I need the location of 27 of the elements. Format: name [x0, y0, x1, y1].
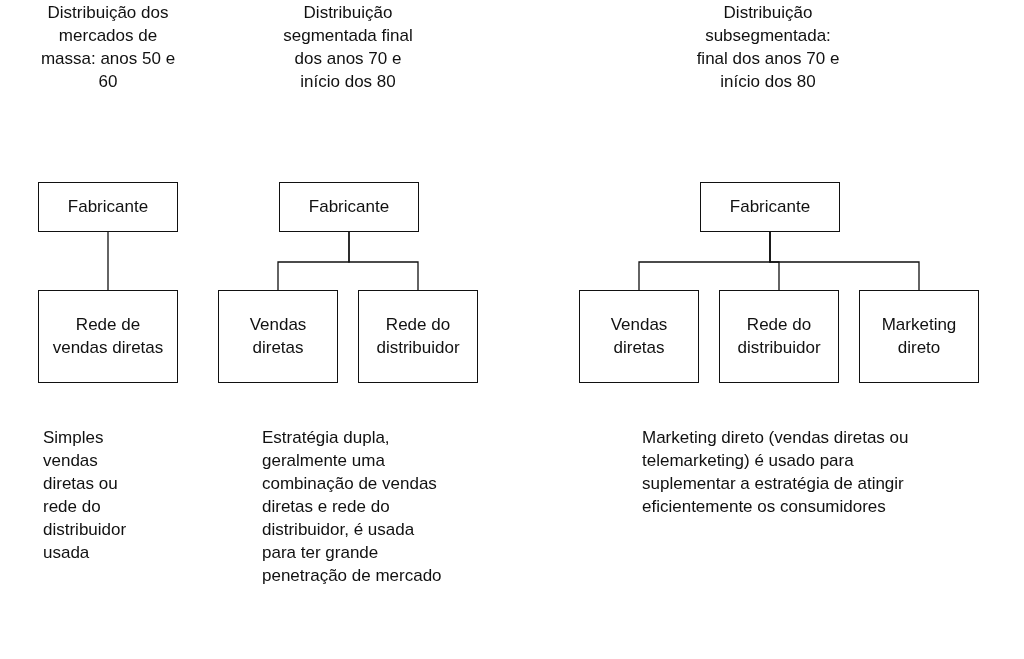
box-label: Rede de vendas diretas	[51, 313, 165, 359]
column-heading: Distribuição segmentada final dos anos 70 e início dos 80	[282, 2, 414, 93]
box-label: Vendas diretas	[609, 313, 669, 359]
box-label: Rede do distribuidor	[736, 313, 822, 359]
connector-line	[348, 231, 419, 291]
column-heading: Distribuição dos mercados de massa: anos 50 e 60	[39, 2, 177, 93]
connector-line	[769, 231, 920, 291]
process-box	[859, 290, 979, 383]
note-text: Estratégia dupla, geralmente uma combinação de vendas diretas e rede do distribuidor, é usada para ter grande penetração de mercado	[262, 427, 443, 587]
column-heading: Distribuição subsegmentada: final dos anos 70 e início dos 80	[695, 2, 841, 93]
process-box	[279, 182, 419, 232]
process-box	[38, 182, 178, 232]
note-text: Marketing direto (vendas diretas ou telemarketing) é usado para suplementar a estratégia de atingir eficientemente os consumidores	[642, 427, 910, 518]
process-box	[358, 290, 478, 383]
box-label: Marketing direto	[880, 313, 958, 359]
process-box	[579, 290, 699, 383]
box-label: Fabricante	[729, 195, 811, 218]
process-box	[719, 290, 839, 383]
box-label: Fabricante	[67, 195, 149, 218]
box-label: Rede do distribuidor	[375, 313, 461, 359]
process-box	[218, 290, 338, 383]
box-label: Fabricante	[308, 195, 390, 218]
process-box	[700, 182, 840, 232]
process-box	[38, 290, 178, 383]
note-text: Simples vendas diretas ou rede do distribuidor usada	[43, 427, 128, 564]
connector-line	[107, 231, 109, 291]
box-label: Vendas diretas	[248, 313, 308, 359]
